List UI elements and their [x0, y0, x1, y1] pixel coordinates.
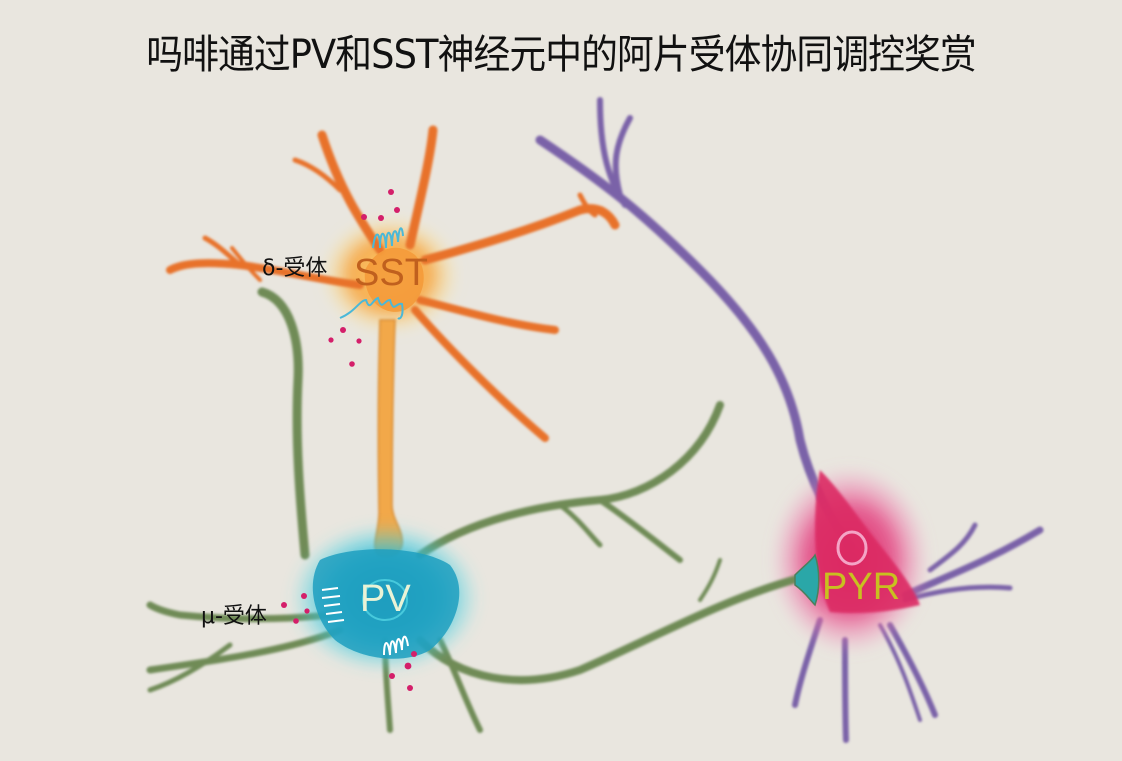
delta-receptor-coils: [339, 227, 404, 320]
pv-neuron-soma: [290, 523, 480, 673]
diagram-title: 吗啡通过PV和SST神经元中的阿片受体协同调控奖赏: [146, 32, 976, 78]
pyr-neuron: [535, 97, 1044, 743]
delta-receptor-label: δ-受体: [262, 256, 328, 281]
pyr-neuron-label: PYR: [822, 566, 901, 608]
mu-receptor-label: μ-受体: [201, 604, 267, 629]
pv-pyr-synapse: [794, 553, 820, 607]
opioid-ligand-dots: [281, 189, 417, 691]
pv-neuron-label: PV: [360, 578, 411, 620]
sst-neuron-label: SST: [354, 252, 428, 294]
pv-neuron-processes: [146, 287, 804, 733]
sst-neuron: [166, 125, 620, 558]
mu-receptor-coils: [321, 587, 409, 656]
